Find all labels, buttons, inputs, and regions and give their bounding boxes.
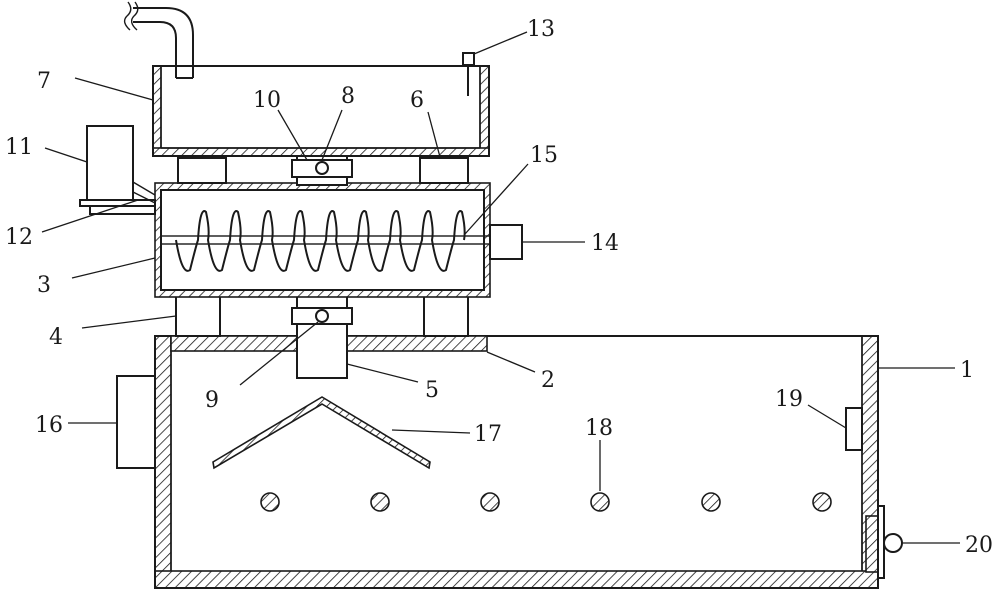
discharge-door <box>865 505 903 579</box>
leader-lines <box>41 31 960 544</box>
label-16: 16 <box>35 413 63 438</box>
support-right-upper <box>419 157 469 184</box>
label-19: 19 <box>775 387 803 412</box>
pipe-break-mark <box>123 1 132 31</box>
conveyor-housing <box>154 182 502 298</box>
reference-labels: 1 2 3 4 5 6 7 8 9 10 11 12 13 14 15 16 1… <box>5 17 993 558</box>
level-gauge <box>462 52 475 96</box>
support-left-upper <box>177 157 227 184</box>
distributor <box>212 396 431 470</box>
side-box <box>116 375 156 469</box>
outlet-pipe <box>291 295 353 379</box>
label-1: 1 <box>960 358 974 383</box>
drive-motor <box>489 224 523 260</box>
label-13: 13 <box>527 17 555 42</box>
inlet-pipe-right <box>133 7 194 78</box>
top-tank <box>152 65 490 157</box>
inlet-pipe-left <box>133 21 177 78</box>
label-14: 14 <box>591 231 619 256</box>
support-left-lower <box>175 295 221 337</box>
label-8: 8 <box>341 84 355 109</box>
label-6: 6 <box>410 88 424 113</box>
label-17: 17 <box>474 422 502 447</box>
label-10: 10 <box>253 88 281 113</box>
label-18: 18 <box>585 416 613 441</box>
label-9: 9 <box>205 388 219 413</box>
label-15: 15 <box>530 143 558 168</box>
label-5: 5 <box>425 378 439 403</box>
label-3: 3 <box>37 273 51 298</box>
label-7: 7 <box>37 69 51 94</box>
label-4: 4 <box>49 325 63 350</box>
label-2: 2 <box>541 368 555 393</box>
main-box <box>154 335 879 589</box>
rods <box>260 492 832 512</box>
support-right-lower <box>423 295 469 337</box>
label-12: 12 <box>5 225 33 250</box>
label-20: 20 <box>965 533 993 558</box>
sensor <box>845 407 863 451</box>
label-11: 11 <box>5 135 33 160</box>
pipe-break-mark-2 <box>130 1 139 31</box>
left-motor <box>79 125 156 215</box>
